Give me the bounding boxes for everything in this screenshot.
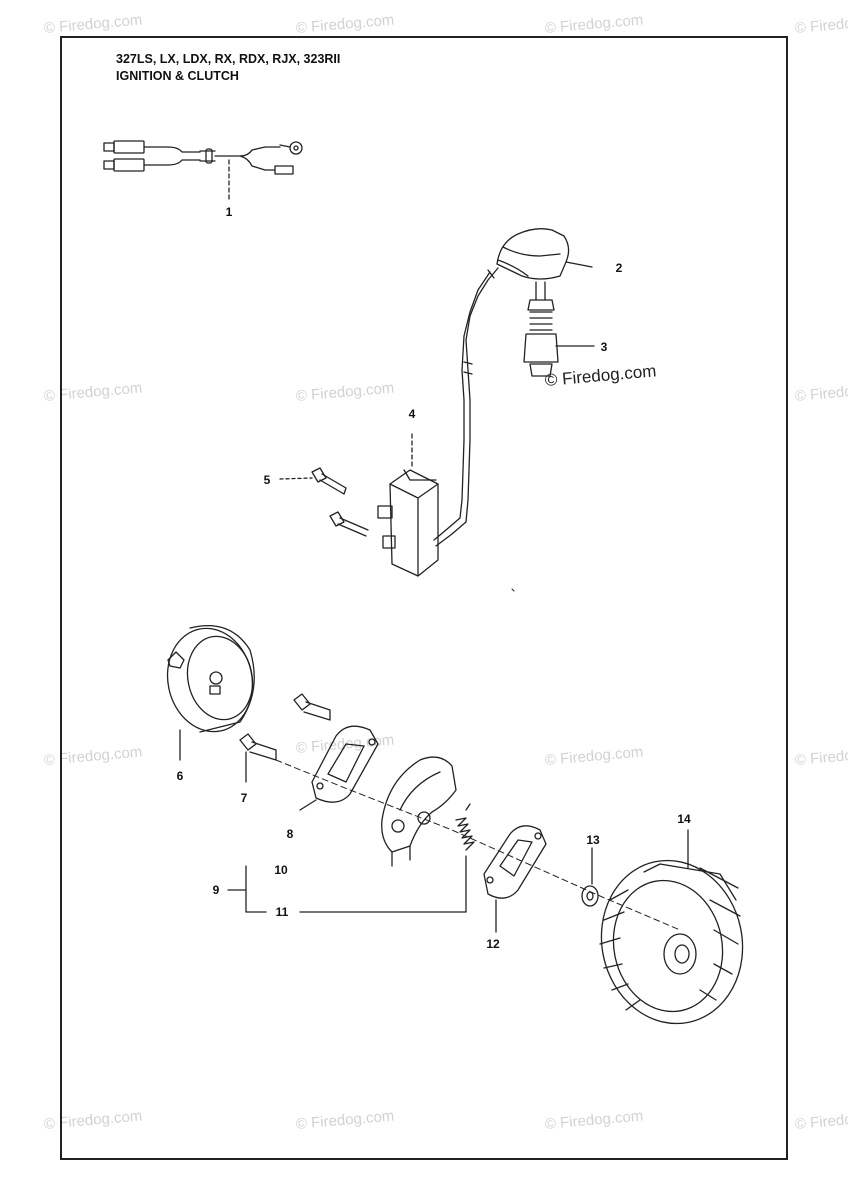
- callout-7: 7: [240, 791, 248, 805]
- callout-5: 5: [263, 473, 271, 487]
- part-13-nut: [581, 847, 599, 907]
- part-ht-lead: [433, 267, 499, 547]
- part-3-spark-plug: [523, 281, 595, 377]
- callout-1: 1: [225, 205, 233, 219]
- part-12-plate: [483, 825, 547, 933]
- callout-14: 14: [677, 812, 691, 826]
- part-1-wiring-harness: [103, 140, 303, 201]
- part-4-ignition-module: [377, 433, 439, 577]
- callout-4: 4: [408, 407, 416, 421]
- part-7-shoulder-screws: [239, 693, 331, 783]
- part-14-flywheel: [599, 829, 744, 1025]
- part-2-plug-cap: [496, 228, 593, 280]
- callout-2: 2: [615, 261, 623, 275]
- callout-11: 11: [275, 905, 289, 919]
- callout-10: 10: [274, 863, 288, 877]
- diagram-header: 327LS, LX, LDX, RX, RDX, RJX, 323RII IGN…: [116, 51, 340, 85]
- section-title: IGNITION & CLUTCH: [116, 69, 239, 83]
- part-clutch-shoes: [381, 756, 457, 867]
- callout-12: 12: [486, 937, 500, 951]
- callout-8: 8: [286, 827, 294, 841]
- assembly-axis: [275, 759, 681, 931]
- part-5-screws: [279, 467, 369, 537]
- callout-13: 13: [586, 833, 600, 847]
- diagram-frame: [60, 36, 788, 1160]
- callout-9: 9: [212, 883, 220, 897]
- callout-6: 6: [176, 769, 184, 783]
- callout-3: 3: [600, 340, 608, 354]
- callout-bracket: [227, 855, 467, 913]
- part-6-clutch-drum: [166, 624, 255, 761]
- model-list: 327LS, LX, LDX, RX, RDX, RJX, 323RII: [116, 52, 341, 66]
- part-11-spring: [455, 803, 475, 851]
- part-8-plate: [299, 725, 379, 811]
